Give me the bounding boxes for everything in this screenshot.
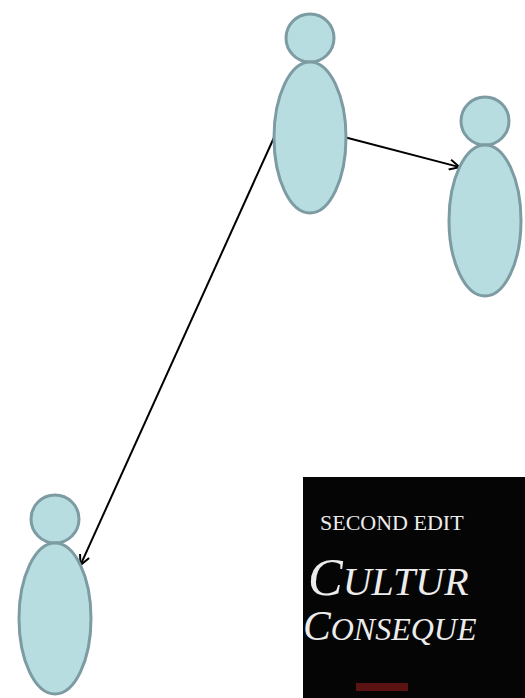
book-subtitle-mark — [356, 683, 408, 691]
person-outline — [272, 12, 348, 215]
book-title: CULTUR — [308, 552, 469, 604]
person-figure — [272, 12, 348, 215]
person-figure — [447, 95, 523, 298]
edition-text: SECOND EDIT — [320, 512, 464, 534]
person-head — [286, 14, 334, 62]
book-cover — [303, 477, 525, 698]
person-body — [19, 543, 91, 694]
person-outline — [17, 493, 93, 696]
person-figure — [17, 493, 93, 696]
person-outline — [447, 95, 523, 298]
person-head — [461, 97, 509, 145]
book-title: CONSEQUE — [303, 606, 477, 648]
person-body — [449, 145, 521, 296]
arrow-connector — [80, 138, 274, 566]
person-head — [31, 495, 79, 543]
person-body — [274, 62, 346, 213]
arrow-connector — [346, 138, 460, 168]
